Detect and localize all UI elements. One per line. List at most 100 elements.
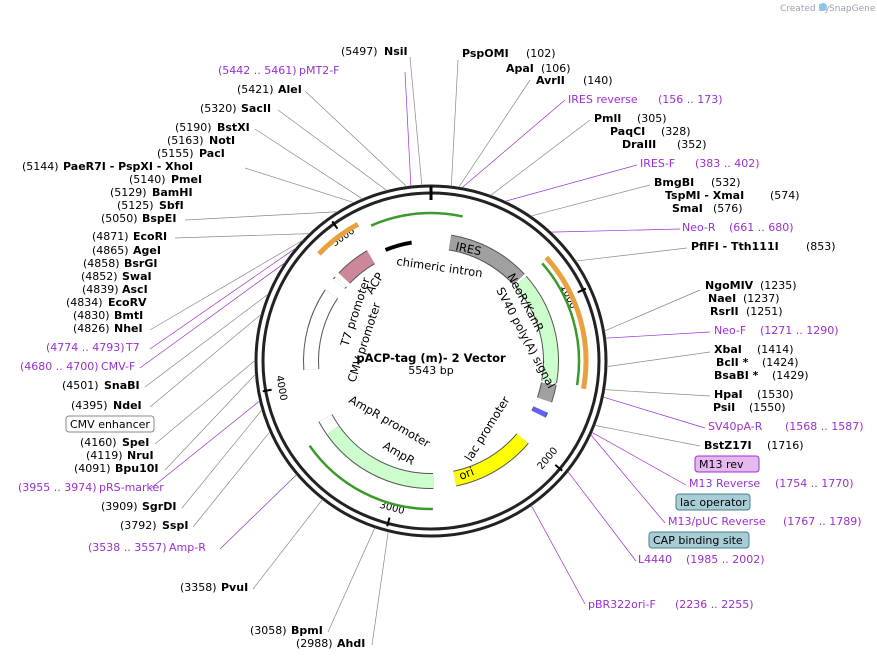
primer-range: (156 .. 173) xyxy=(658,93,723,106)
primer-name: Amp-R xyxy=(169,541,206,554)
primer-name: T7 xyxy=(125,341,140,354)
position-tick xyxy=(554,464,563,472)
leader-line xyxy=(530,184,651,217)
enzyme-name: BsrGI xyxy=(124,257,157,270)
enzyme-pos: (106) xyxy=(541,62,571,75)
enzyme-name: NsiI xyxy=(384,45,408,58)
leader-line xyxy=(461,99,566,189)
enzyme-pos: (4160) xyxy=(80,436,117,449)
position-tick-label: 3000 xyxy=(378,500,405,517)
enzyme-pos: (1414) xyxy=(757,343,794,356)
enzyme-name: NdeI xyxy=(113,399,142,412)
enzyme-pos: (5155) xyxy=(157,147,194,160)
enzyme-name: TspMI - XmaI xyxy=(665,189,744,202)
enzyme-name: PacI xyxy=(199,147,225,160)
position-tick xyxy=(331,220,339,230)
enzyme-pos: (5050) xyxy=(101,212,138,225)
enzyme-pos: (3792) xyxy=(120,519,157,532)
enzyme-pos: (5140) xyxy=(129,173,166,186)
enzyme-name: SpeI xyxy=(122,436,149,449)
leader-line xyxy=(304,90,407,187)
feature-ampr xyxy=(327,426,434,488)
enzyme-pos: (1251) xyxy=(746,305,783,318)
enzyme-pos: (4858) xyxy=(83,257,120,270)
orange-arcs xyxy=(317,222,589,390)
leader-line xyxy=(567,471,637,562)
green-arcs xyxy=(308,211,581,511)
enzyme-pos: (5125) xyxy=(117,199,154,212)
primer-range: (1754 .. 1770) xyxy=(775,477,854,490)
leader-line xyxy=(164,373,256,471)
enzyme-pos: (5190) xyxy=(175,121,212,134)
feature-cmv-promoter xyxy=(304,290,338,370)
enzyme-name: NotI xyxy=(209,134,235,147)
enzyme-pos: (5497) xyxy=(341,45,378,58)
green-arc xyxy=(430,211,463,218)
enzyme-pos: (4839) xyxy=(82,283,119,296)
enzyme-name: XbaI xyxy=(714,343,742,356)
leader-line xyxy=(254,128,363,200)
enzyme-name: PmeI xyxy=(171,173,202,186)
enzyme-pos: (4852) xyxy=(81,270,118,283)
leader-line xyxy=(606,351,711,367)
leader-lines xyxy=(139,56,711,646)
boxed-labels: M13 rev lac operator CAP binding site CM… xyxy=(65,415,760,549)
enzyme-pos: (4501) xyxy=(62,379,99,392)
enzyme-name: SwaI xyxy=(122,270,152,283)
leader-line xyxy=(604,389,711,397)
enzyme-pos: (4865) xyxy=(92,244,129,257)
enzyme-name: NruI xyxy=(127,449,154,462)
feature-ampr-promoter xyxy=(319,414,339,435)
primer-range: (2236 .. 2255) xyxy=(675,598,754,611)
primer-range: (4680 .. 4700) xyxy=(20,360,99,373)
leader-line xyxy=(192,431,271,528)
leader-line xyxy=(144,293,269,388)
leader-line xyxy=(550,228,681,233)
enzyme-pos: (5421) xyxy=(237,83,274,96)
feature-label-chimeric-intron: chimeric intron xyxy=(396,254,484,280)
feature-t7-promoter xyxy=(333,277,347,289)
leader-line xyxy=(575,247,688,262)
enzyme-pos: (102) xyxy=(526,47,556,60)
enzyme-pos: (853) xyxy=(806,240,836,253)
green-arc xyxy=(370,211,432,227)
enzyme-pos: (5163) xyxy=(167,134,204,147)
cap-site-label: CAP binding site xyxy=(653,534,743,547)
enzyme-name: EcoRV xyxy=(108,296,147,309)
enzyme-pos: (1235) xyxy=(760,279,797,292)
enzyme-name: SbfI xyxy=(159,199,184,212)
enzyme-name: BpmI xyxy=(291,624,323,637)
primer-name: pRS-marker xyxy=(99,481,164,494)
enzyme-pos: (1429) xyxy=(772,369,809,382)
primer-range: (1271 .. 1290) xyxy=(760,324,839,337)
enzyme-name: EcoRI xyxy=(133,230,167,243)
primer-range: (3955 .. 3974) xyxy=(18,481,97,494)
enzyme-pos: (352) xyxy=(677,138,707,151)
enzyme-pos: (4834) xyxy=(66,296,103,309)
cmv-enhancer-box xyxy=(65,415,155,433)
enzyme-pos: (4119) xyxy=(86,449,123,462)
leader-line xyxy=(327,527,376,633)
enzyme-pos: (1530) xyxy=(757,388,794,401)
leader-line xyxy=(219,474,297,550)
enzyme-pos: (4826) xyxy=(73,322,110,335)
enzyme-name: PaqCI xyxy=(610,125,645,138)
feature-ires xyxy=(448,235,525,285)
m13-rev-label: M13 rev xyxy=(699,458,744,471)
leader-line xyxy=(531,505,586,605)
enzyme-pos: (5129) xyxy=(110,186,147,199)
leader-line xyxy=(450,59,459,187)
feature-label-ires: IRES xyxy=(454,239,482,258)
primer-name: Neo-F xyxy=(714,324,746,337)
enzyme-name: AleI xyxy=(278,83,302,96)
plasmid-name: pACP-tag (m)- 2 Vector xyxy=(356,351,506,365)
primer-range: (4774 .. 4793) xyxy=(46,341,125,354)
leader-line xyxy=(149,247,297,350)
leader-line xyxy=(252,499,323,590)
enzyme-name: NgoMIV xyxy=(705,279,754,292)
primer-range: (3538 .. 3557) xyxy=(88,541,167,554)
enzyme-pos: (3058) xyxy=(250,624,287,637)
credit-brand: SnapGene xyxy=(829,4,876,14)
enzyme-pos: (574) xyxy=(770,189,800,202)
